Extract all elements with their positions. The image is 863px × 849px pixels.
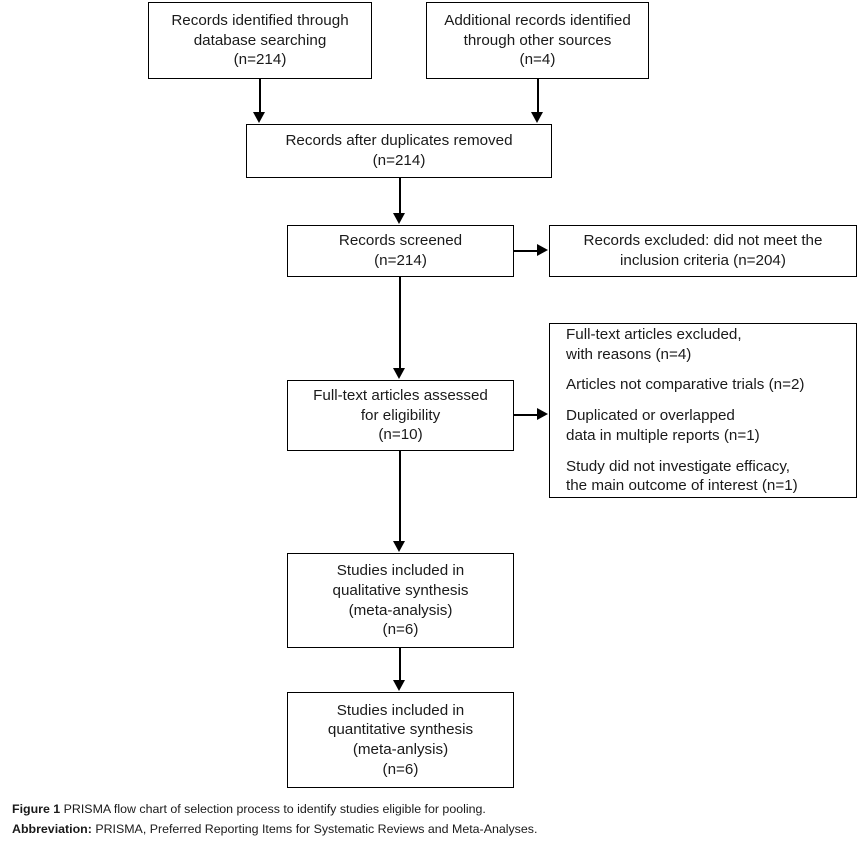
exclusion-reason-item: Duplicated or overlapped data in multipl… (566, 406, 760, 446)
node-line: Duplicated or overlapped (566, 407, 735, 425)
node-records-identified-database: Records identified through database sear… (148, 2, 372, 79)
connector-screened-to-excluded (514, 250, 538, 252)
node-line: Studies included in (336, 562, 465, 579)
caption-abbreviation-text: PRISMA, Preferred Reporting Items for Sy… (95, 821, 538, 836)
connector-duplicates-to-screened (399, 178, 401, 214)
caption-abbreviation-line: Abbreviation: PRISMA, Preferred Reportin… (12, 820, 852, 840)
caption-figure-label: Figure 1 (12, 802, 61, 816)
node-line: with reasons (n=4) (566, 345, 692, 363)
arrow-down-icon (531, 112, 543, 123)
node-line: qualitative synthesis (332, 581, 469, 599)
node-studies-included-quantitative: Studies included in quantitative synthes… (287, 692, 514, 788)
node-count: (n=10) (378, 426, 423, 444)
node-fulltext-articles-excluded-reasons: Full-text articles excluded, with reason… (549, 323, 857, 498)
node-additional-records-other-sources: Additional records identified through ot… (426, 2, 649, 79)
node-line: Studies included in (336, 701, 465, 719)
node-line: (meta-anlysis) (352, 741, 449, 758)
connector-database-to-duplicates (259, 79, 261, 113)
node-line: for eligibility (360, 406, 441, 424)
node-count: (n=214) (233, 51, 287, 69)
exclusion-reason-header: Full-text articles excluded, with reason… (566, 325, 742, 365)
node-line: Articles not comparative trials (n=2) (566, 376, 805, 394)
node-line: through other sources (463, 31, 612, 49)
arrow-right-icon (537, 408, 548, 420)
node-records-excluded: Records excluded: did not meet the inclu… (549, 225, 857, 277)
caption-figure-text: PRISMA flow chart of selection process t… (63, 802, 486, 816)
connector-fulltext-to-qualitative (399, 451, 401, 542)
node-count: (n=214) (372, 152, 426, 169)
arrow-down-icon (393, 368, 405, 379)
arrow-down-icon (393, 213, 405, 224)
arrow-down-icon (393, 680, 405, 691)
caption-figure-line: Figure 1 PRISMA flow chart of selection … (12, 800, 852, 820)
node-line: Additional records identified (444, 11, 631, 29)
node-line: Full-text articles excluded, (566, 325, 742, 343)
node-line: data in multiple reports (n=1) (566, 426, 760, 444)
connector-screened-to-fulltext (399, 277, 401, 369)
exclusion-reason-item: Study did not investigate efficacy, the … (566, 457, 798, 497)
node-line: database searching (193, 31, 327, 49)
node-records-screened: Records screened (n=214) (287, 225, 514, 277)
node-line: Full-text articles assessed (313, 386, 488, 404)
connector-other-to-duplicates (537, 79, 539, 113)
figure-caption: Figure 1 PRISMA flow chart of selection … (12, 800, 852, 839)
arrow-right-icon (537, 244, 548, 256)
arrow-down-icon (253, 112, 265, 123)
node-count: (n=6) (382, 621, 419, 639)
node-line: inclusion criteria (n=204) (620, 252, 786, 269)
caption-abbreviation-label: Abbreviation: (12, 821, 92, 836)
node-line: the main outcome of interest (n=1) (566, 477, 798, 495)
prisma-flow-diagram: Records identified through database sear… (148, 2, 857, 788)
connector-qualitative-to-quantitative (399, 648, 401, 681)
node-records-after-duplicates-removed: Records after duplicates removed (n=214) (246, 124, 552, 178)
node-count: (n=6) (382, 760, 419, 778)
exclusion-reason-item: Articles not comparative trials (n=2) (566, 375, 804, 395)
node-fulltext-articles-assessed: Full-text articles assessed for eligibil… (287, 380, 514, 451)
node-line: Records screened (338, 232, 463, 250)
node-studies-included-qualitative: Studies included in qualitative synthesi… (287, 553, 514, 648)
node-count: (n=214) (374, 252, 427, 269)
node-line: Study did not investigate efficacy, (566, 457, 791, 475)
node-line: Records after duplicates removed (285, 132, 513, 150)
node-line: quantitative synthesis (327, 721, 474, 739)
connector-fulltext-to-reasons (514, 414, 538, 416)
node-line: (meta-analysis) (348, 601, 453, 619)
arrow-down-icon (393, 541, 405, 552)
node-line: Records excluded: did not meet the (583, 232, 823, 250)
node-count: (n=4) (519, 51, 556, 69)
node-line: Records identified through (171, 11, 349, 29)
